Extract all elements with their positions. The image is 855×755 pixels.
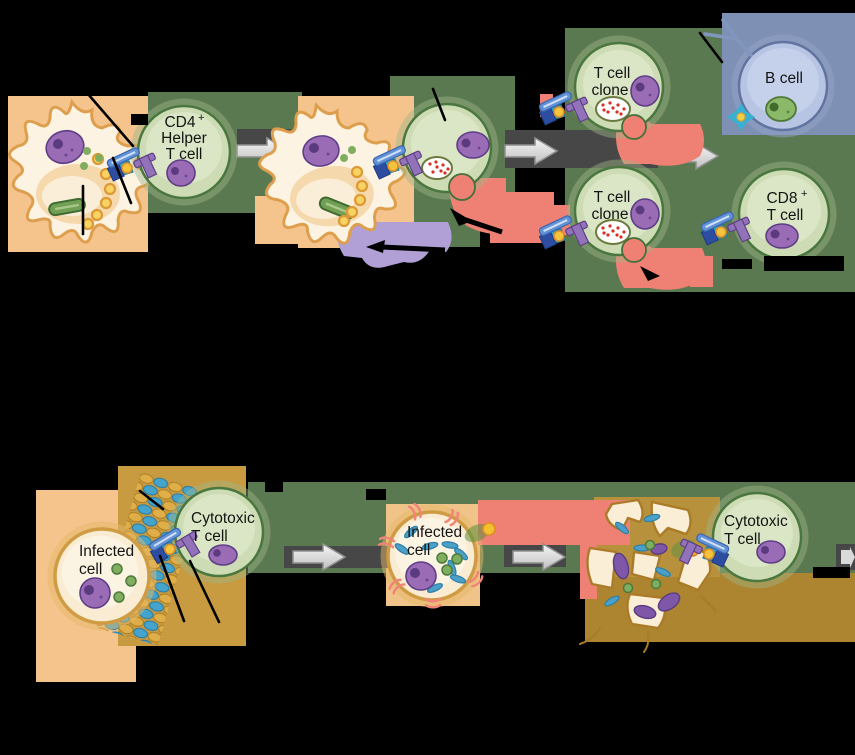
antigen-star-icon [727, 103, 755, 131]
b-cell-label: B cell [765, 70, 803, 87]
granzyme-icon [464, 522, 496, 543]
hidden-label-marks [131, 114, 850, 578]
clone-top-nucleus [630, 75, 660, 107]
cytokine-bulb-2 [621, 114, 647, 140]
infected-cell-1 [47, 521, 157, 631]
clone-top-label-line2: clone [591, 82, 628, 99]
cytokine-bulb-1 [448, 173, 476, 201]
b-cell-antibody-icon [703, 18, 753, 57]
infected1-label-line1: Infected [79, 543, 134, 560]
cd8-label-line1: CD8 [766, 190, 797, 207]
cytotoxic1-label-line2: T cell [191, 528, 228, 545]
apc2-green-dots [340, 146, 356, 162]
apc2-vesicles [337, 165, 369, 228]
infected2-nucleus [405, 561, 437, 591]
clone-bottom-label-line1: T cell [594, 189, 631, 206]
clone-top-label-line1: T cell [594, 65, 631, 82]
cytotoxic-t-cell-1 [167, 480, 271, 584]
cd8-t-cell [731, 161, 837, 267]
activated-helper-t-cell [395, 96, 499, 201]
clone-bottom-label-line2: clone [591, 206, 628, 223]
cd8-nucleus [765, 223, 799, 249]
cd4-helper-label-line3: T cell [166, 146, 203, 163]
cytokine-splash-1 [448, 178, 570, 235]
cytotoxic2-label-line1: Cytotoxic [724, 513, 788, 530]
cytotoxic1-nucleus [208, 544, 238, 566]
cd4-sup: + [198, 112, 204, 124]
cd4-helper-label-line1: CD4 [164, 114, 195, 131]
cd8-sup: + [801, 188, 807, 200]
cd8-label-line2: T cell [767, 207, 804, 224]
cytotoxic-t-cell-2 [671, 485, 809, 589]
callout-lines [81, 31, 724, 624]
infected1-nucleus [79, 577, 111, 609]
t-cell-clone-bottom [567, 159, 671, 263]
edge-arrow-stub [850, 547, 855, 568]
cytotoxic2-label-line2: T cell [724, 531, 761, 548]
infected2-green-dots [436, 552, 463, 576]
cytokine-bulb-3 [621, 237, 647, 263]
antigen-presenting-cell-2 [252, 95, 414, 253]
salmon-block-2 [478, 500, 630, 545]
infected-cell-2 [377, 501, 496, 609]
cd4-helper-label-line2: Helper [161, 130, 207, 147]
infected1-green-dots [111, 563, 137, 603]
cytotoxic1-label-line1: Cytotoxic [191, 510, 255, 527]
infected2-label-line2: cell [407, 542, 430, 559]
apc1-nucleus [45, 129, 85, 165]
nucleus-fragment [612, 552, 630, 580]
b-cell [703, 18, 835, 138]
lysed-cell [579, 498, 717, 653]
cytokine-cloud [337, 222, 452, 268]
infected1-label-line2: cell [79, 561, 102, 578]
clone-bottom-nucleus [630, 198, 660, 230]
infected2-label-line1: Infected [407, 524, 462, 541]
text-labels: CD4 + Helper T cell T cell clone T cell … [79, 65, 807, 578]
antigen-presenting-cell-1 [7, 100, 155, 244]
tan-block-right [585, 573, 855, 642]
apc1-green-dots [80, 147, 103, 170]
cd4-nucleus [166, 159, 196, 187]
cytotoxic2-nucleus [756, 540, 786, 564]
t-cell-clone-top [567, 35, 671, 140]
apc1-vesicles [81, 152, 117, 231]
activated-t-nucleus [456, 131, 490, 159]
